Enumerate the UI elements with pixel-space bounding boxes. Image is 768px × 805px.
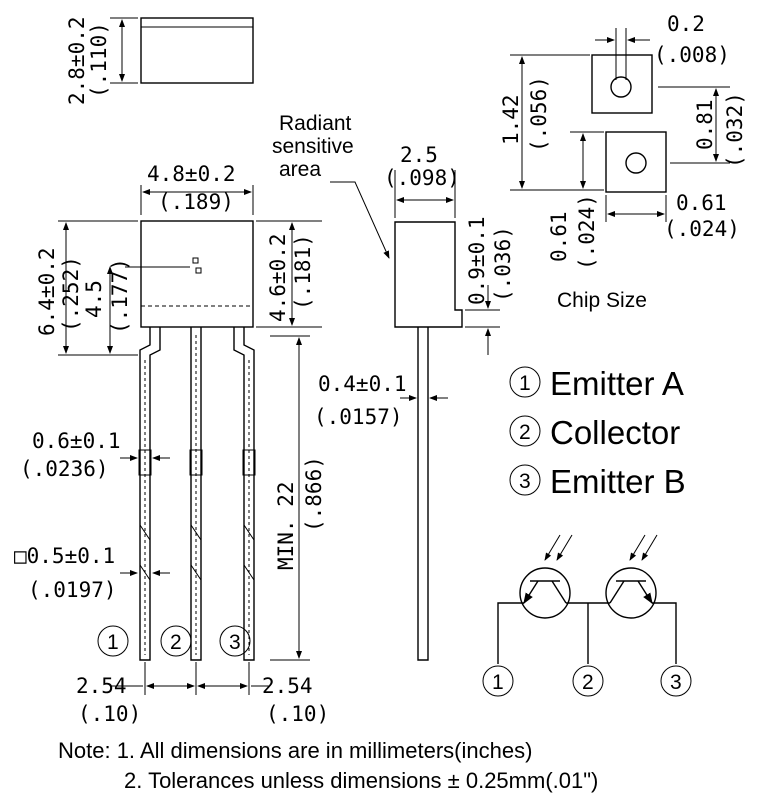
pin-label-1: 1 xyxy=(107,631,119,654)
chip-height-in: (.024) xyxy=(575,194,599,270)
legend-number-1: 1 xyxy=(519,372,531,395)
side-lead xyxy=(417,327,429,661)
phototransistor-a xyxy=(519,567,571,619)
schematic-pin-1: 1 xyxy=(492,671,504,694)
note-line-1: Note: 1. All dimensions are in millimete… xyxy=(58,738,533,763)
lead-width-mm: 0.6±0.1 xyxy=(32,429,121,453)
pin-label-2: 2 xyxy=(170,631,182,654)
lead-thickness-in: (.0157) xyxy=(314,405,403,429)
leads xyxy=(138,327,256,661)
top-height-mm: 2.8±0.2 xyxy=(65,16,89,105)
schematic-pin-3: 3 xyxy=(670,671,682,694)
step-in: (.036) xyxy=(491,226,515,302)
chip-offset-in: (.032) xyxy=(723,92,747,168)
body-height-mm: 6.4±0.2 xyxy=(35,247,59,336)
chip-offset-mm: 0.81 xyxy=(693,99,717,150)
legend-name-3: Emitter B xyxy=(550,463,686,500)
lead-square-mm: □0.5±0.1 xyxy=(14,544,115,568)
side-view: Radiant sensitive area 2.5 (.098) 0.9±0.… xyxy=(272,112,515,661)
depth-mm: 2.5 xyxy=(400,143,438,167)
front-view: 4.8±0.2 (.189) 6.4±0.2 (.252) 4.5 (.177)… xyxy=(14,162,329,726)
radiant-label-3: area xyxy=(279,158,321,181)
chip-size: 0.2 (.008) 1.42 (.056) 0.81 (.032) 0.61 … xyxy=(499,12,747,312)
chip-size-title: Chip Size xyxy=(557,289,647,312)
top-height-in: (.110) xyxy=(87,22,111,98)
lead-length-mm: MIN. 22 xyxy=(274,481,298,570)
schematic-pin-2: 2 xyxy=(582,671,594,694)
legend-number-3: 3 xyxy=(519,470,531,493)
sensor-height-mm: 4.5 xyxy=(82,280,106,318)
lead-height-in: (.181) xyxy=(291,234,315,310)
chip-height-mm: 0.61 xyxy=(547,211,571,262)
chip-upper xyxy=(591,54,653,114)
top-view: 2.8±0.2 (.110) xyxy=(65,16,254,105)
sensor-dot-top xyxy=(192,257,199,264)
chip-width-in: (.024) xyxy=(664,217,740,241)
chip-pad-in: (.008) xyxy=(654,43,730,67)
phototransistor-b xyxy=(605,567,657,619)
radiant-label-2: sensitive xyxy=(272,135,354,158)
lead-square-in: (.0197) xyxy=(28,578,117,602)
pitch-right-mm: 2.54 xyxy=(262,674,313,698)
note-line-2: 2. Tolerances unless dimensions ± 0.25mm… xyxy=(124,768,599,793)
sensor-dot-bottom xyxy=(195,267,202,274)
legend-name-1: Emitter A xyxy=(550,365,684,402)
legend-name-2: Collector xyxy=(550,414,680,451)
top-view-body xyxy=(140,17,254,84)
legend-number-2: 2 xyxy=(519,421,531,444)
package-body xyxy=(140,220,254,328)
lead-length-in: (.866) xyxy=(302,456,326,532)
pitch-right-in: (.10) xyxy=(266,702,329,726)
chip-pad-mm: 0.2 xyxy=(667,12,705,36)
step-mm: 0.9±0.1 xyxy=(465,216,489,305)
chip-total-height-mm: 1.42 xyxy=(499,94,523,145)
pitch-left-in: (.10) xyxy=(78,702,141,726)
chip-lower xyxy=(605,131,667,193)
radiant-label-1: Radiant xyxy=(279,112,352,135)
width-in: (.189) xyxy=(158,190,234,214)
lead-thickness-mm: 0.4±0.1 xyxy=(318,372,407,396)
schematic: 1 2 3 xyxy=(482,534,692,697)
pin-legend: 1 Emitter A 2 Collector 3 Emitter B xyxy=(509,365,686,500)
pitch-left-mm: 2.54 xyxy=(76,674,127,698)
side-body xyxy=(394,221,463,328)
body-height-in: (.252) xyxy=(59,256,83,332)
lead-height-mm: 4.6±0.2 xyxy=(266,233,290,322)
chip-width-mm: 0.61 xyxy=(676,191,727,215)
chip-total-height-in: (.056) xyxy=(527,76,551,152)
lead-width-in: (.0236) xyxy=(20,457,109,481)
width-mm: 4.8±0.2 xyxy=(147,162,236,186)
sensor-height-in: (.177) xyxy=(108,258,132,334)
pin-label-3: 3 xyxy=(229,631,241,654)
depth-in: (.098) xyxy=(384,166,460,190)
